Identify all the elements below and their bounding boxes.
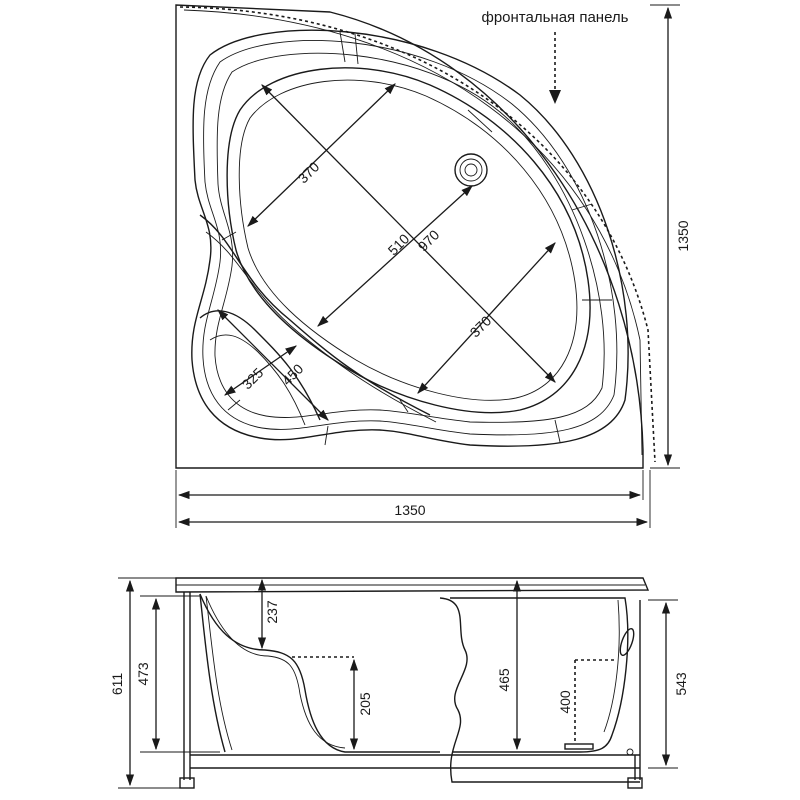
front-panel-label: фронтальная панель <box>482 9 629 26</box>
dim-line-970 <box>261 84 556 383</box>
side-rim <box>175 577 650 593</box>
front-panel-dashed-edge <box>179 6 656 463</box>
side-view: 611 473 237 205 465 400 543 <box>109 577 689 789</box>
dim-line-450 <box>217 309 329 421</box>
dim-line-370-upper <box>247 83 396 227</box>
tub-outer-frame <box>175 4 644 469</box>
dim-label-1350-vertical: 1350 <box>675 220 691 251</box>
dim-label-473: 473 <box>135 662 151 686</box>
dim-label-370-upper: 370 <box>295 158 323 186</box>
dim-label-400: 400 <box>557 690 573 714</box>
dim-label-543: 543 <box>673 672 689 696</box>
top-view: 370 510 970 370 325 450 фронтальная пане… <box>175 4 691 528</box>
dim-label-510: 510 <box>385 230 413 258</box>
side-frame <box>179 592 643 789</box>
dim-label-611: 611 <box>109 673 125 696</box>
dim-label-237: 237 <box>264 600 280 624</box>
cut-break-line <box>439 597 640 783</box>
overflow-icon <box>619 628 635 656</box>
dim-label-970: 970 <box>415 226 443 254</box>
dim-label-450: 450 <box>279 360 307 388</box>
dim-label-1350-horizontal: 1350 <box>394 502 425 518</box>
dim-label-465: 465 <box>496 668 512 692</box>
dim-label-205: 205 <box>357 692 373 716</box>
seat-profile <box>199 593 440 753</box>
